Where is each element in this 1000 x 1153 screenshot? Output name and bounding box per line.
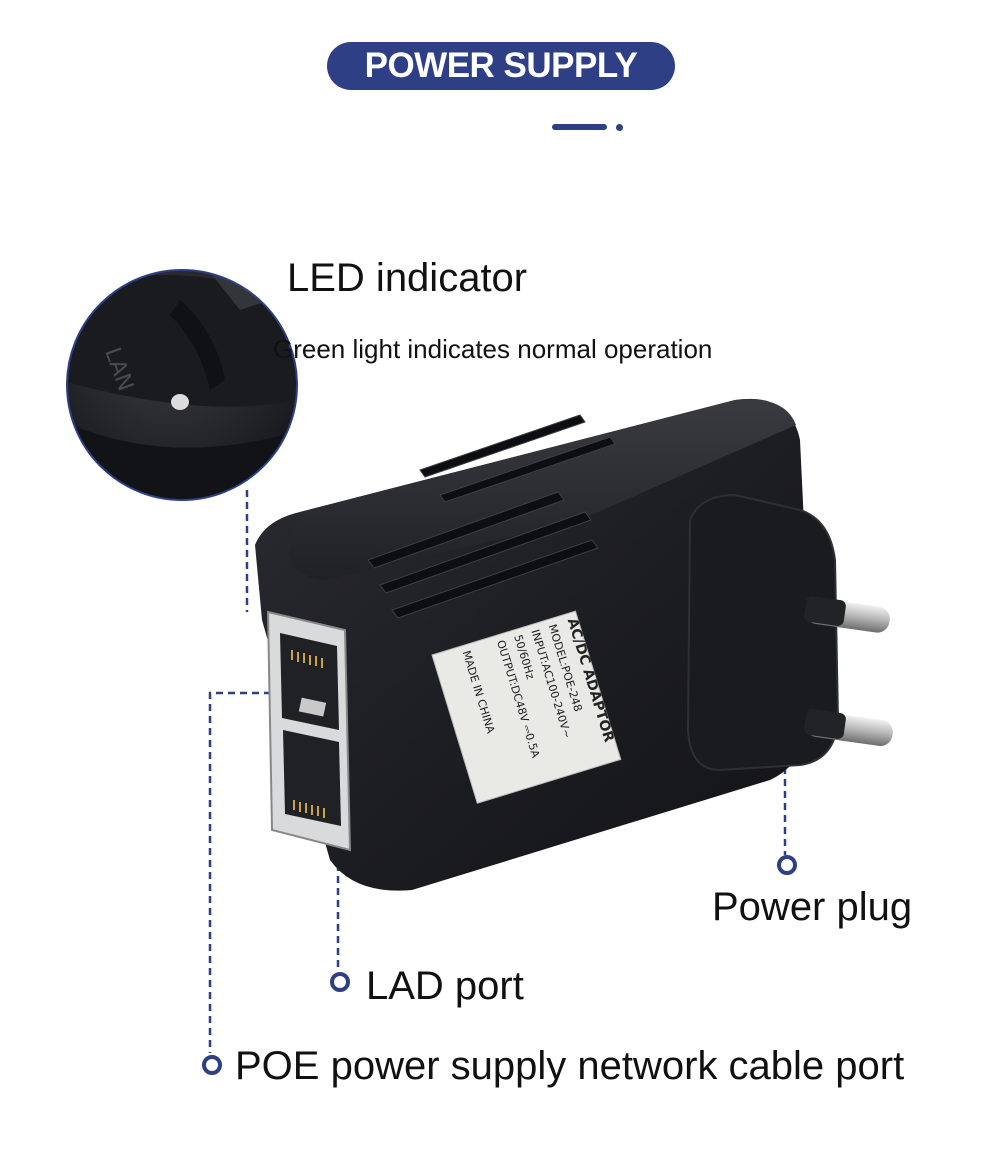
- poe-port-label: POE power supply network cable port: [235, 1044, 905, 1088]
- led-indicator-description: Green light indicates normal operation: [273, 334, 713, 364]
- led-light: [171, 394, 189, 410]
- lad-port-label: LAD port: [366, 964, 524, 1008]
- poe-port-marker: [202, 1055, 222, 1075]
- page-title-badge: POWER SUPPLY: [327, 42, 675, 90]
- zoom-ring: [66, 269, 298, 501]
- vent-slots: [367, 414, 616, 619]
- page-title: POWER SUPPLY: [364, 46, 638, 85]
- title-underline-dot: [616, 124, 623, 131]
- product-label-sticker: AC/DC ADAPTOR MODEL:POE-248 INPUT:AC100-…: [431, 610, 622, 804]
- ethernet-ports: [266, 610, 352, 852]
- poe-leader-line: [208, 691, 295, 1053]
- power-plug-marker: [777, 855, 797, 875]
- power-plug-label: Power plug: [712, 885, 913, 929]
- poe-port-socket: [280, 633, 339, 730]
- lan-port-socket: [283, 730, 341, 826]
- title-underline-dash: [552, 124, 607, 130]
- adapter-top-face: [289, 399, 796, 580]
- led-zoom-inset: LAN: [66, 269, 298, 501]
- adapter-device: AC/DC ADAPTOR MODEL:POE-248 INPUT:AC100-…: [255, 398, 893, 891]
- plug-pins: [804, 596, 893, 747]
- lad-port-marker: [330, 972, 350, 992]
- led-indicator-title: LED indicator: [287, 256, 528, 300]
